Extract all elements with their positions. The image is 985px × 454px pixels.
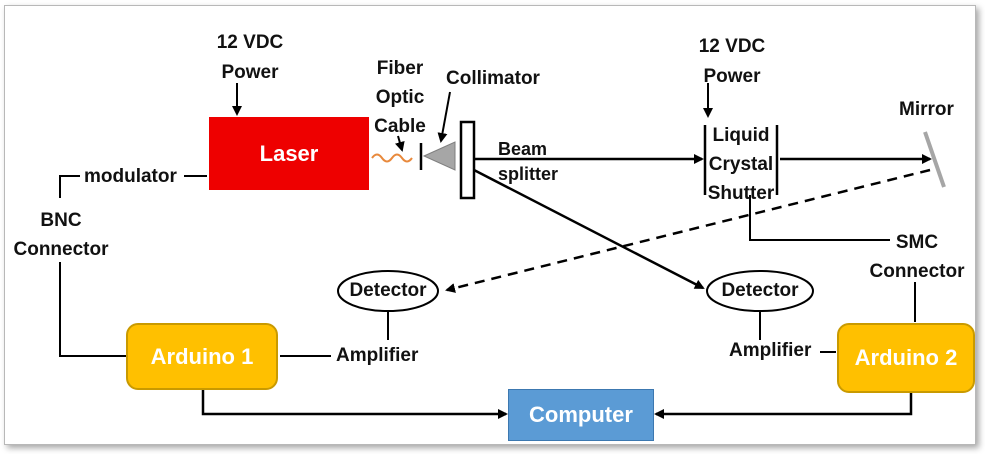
mirror-element (923, 131, 946, 188)
collimator-label: Collimator (446, 68, 540, 89)
right-detector-label: Detector (721, 280, 799, 301)
arduino-2-block: Arduino 2 (837, 323, 975, 393)
right-amplifier-label: Amplifier (729, 340, 812, 361)
arduino-1-block: Arduino 1 (126, 323, 278, 390)
arduino-1-label: Arduino 1 (150, 343, 254, 369)
bnc-stub (59, 175, 80, 198)
smc-wire (749, 195, 890, 241)
liquid-crystal-shutter-label: Liquid Crystal Shutter (707, 125, 775, 204)
modulator-label: modulator (84, 166, 177, 187)
collimator-cone (422, 141, 456, 171)
mirror-label: Mirror (899, 99, 954, 120)
bnc-to-arduino1-wire (59, 262, 126, 357)
left-detector-body (337, 270, 439, 312)
arduino2-to-computer-wire (654, 390, 913, 419)
smc-connector-label: SMC Connector (869, 232, 965, 282)
left-amplifier-label: Amplifier (336, 345, 419, 366)
arduino1-to-computer-wire (201, 388, 508, 419)
beam-splitter-label: Beam splitter (498, 139, 559, 184)
beam-to-right-detector (473, 168, 705, 290)
right-detector-body (706, 270, 814, 312)
arduino-2-label: Arduino 2 (854, 345, 958, 370)
reflected-beam-to-left-detector (445, 168, 931, 293)
computer-label: Computer (529, 402, 633, 427)
beam-splitter (459, 120, 476, 200)
bnc-connector-label: BNC Connector (13, 210, 109, 260)
power-label-right: 12 VDC Power (698, 36, 766, 87)
collimator-label-arrow (437, 91, 451, 143)
computer-block: Computer (508, 389, 654, 441)
fiber-label-arrow (394, 135, 405, 152)
left-detector-label: Detector (349, 280, 427, 301)
laser-block: Laser (209, 117, 369, 190)
fiber-optic-cable-label: Fiber Optic Cable (374, 58, 426, 137)
fiber-optic-cable (371, 153, 413, 163)
laser-label: Laser (259, 140, 319, 166)
power-label-left: 12 VDC Power (216, 32, 284, 83)
